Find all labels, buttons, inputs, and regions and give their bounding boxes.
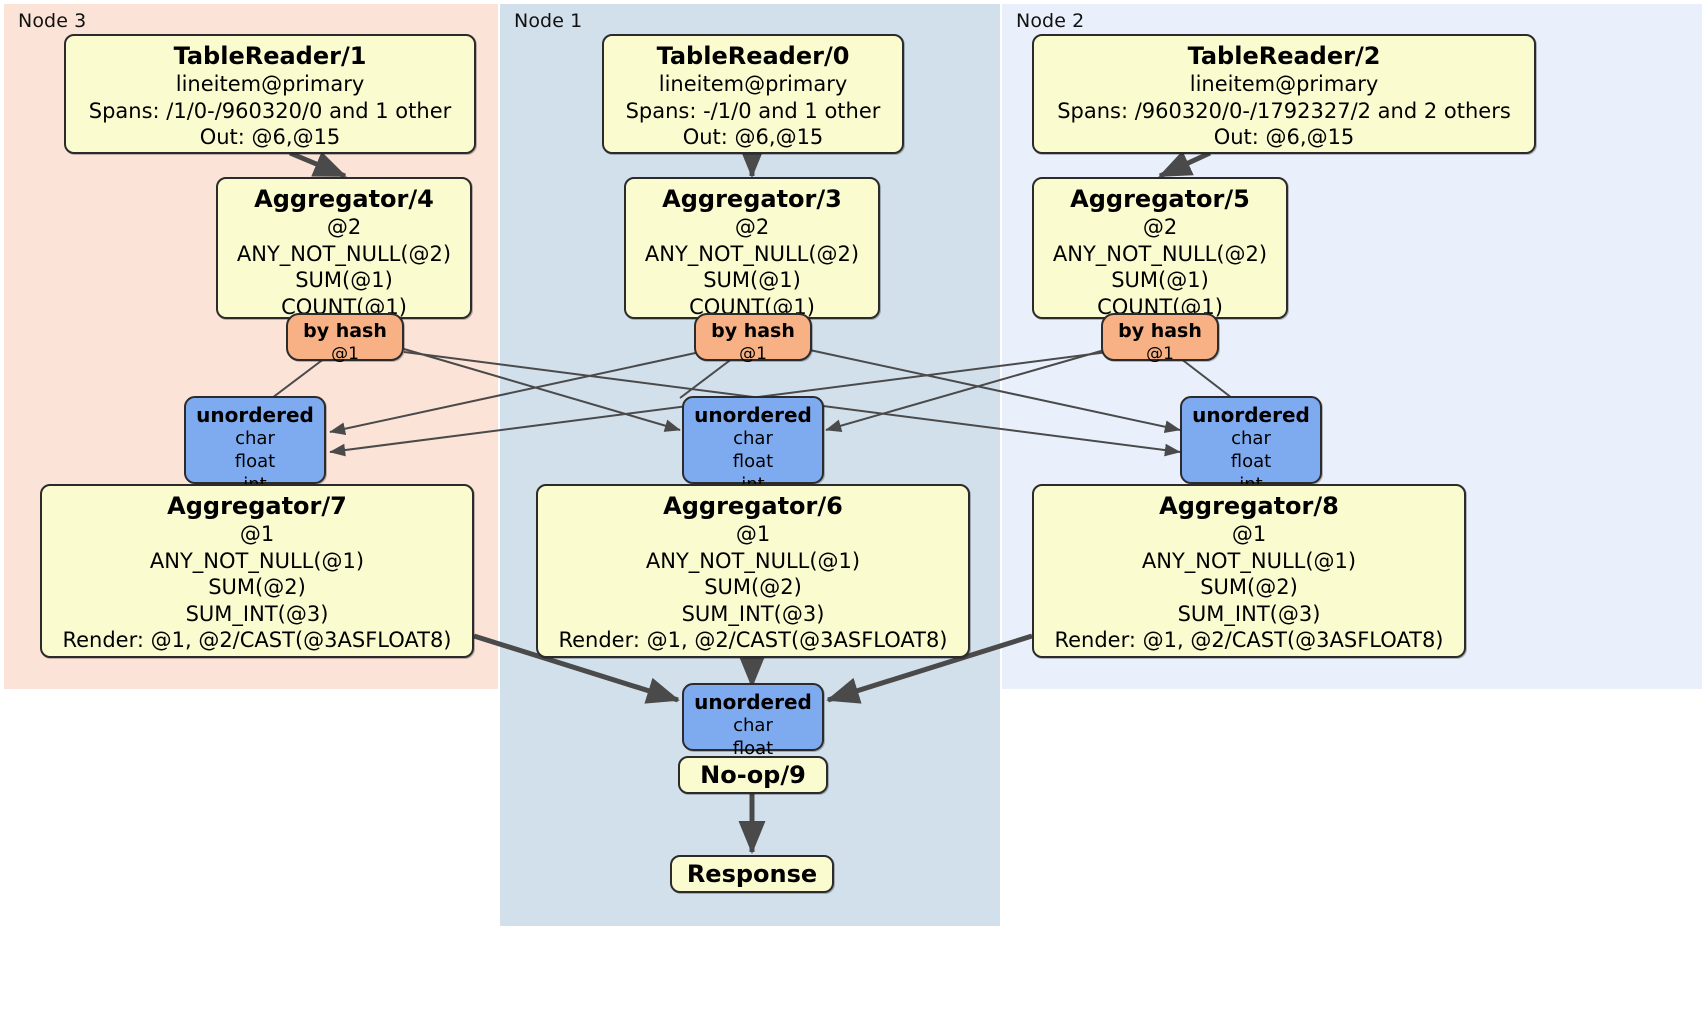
processor-func-2: SUM(@1) (295, 268, 393, 293)
processor-title: Aggregator/6 (663, 492, 843, 520)
receiver-title: unordered (196, 403, 314, 427)
processor-source: lineitem@primary (175, 72, 365, 97)
node-panel-label-node3: Node 3 (18, 10, 87, 32)
output-router-by-hash-3[interactable]: by hash @1 (694, 313, 812, 364)
processor-func-3: SUM_INT(@3) (185, 601, 329, 626)
processor-func-1: ANY_NOT_NULL(@1) (1141, 548, 1357, 573)
receiver-title: unordered (694, 403, 812, 427)
processor-aggregator-3[interactable]: Aggregator/3 @2 ANY_NOT_NULL(@2) SUM(@1)… (624, 177, 880, 319)
processor-title: Aggregator/3 (662, 185, 842, 213)
processor-func-2: SUM(@1) (703, 268, 801, 293)
receiver-type-2: float (732, 450, 774, 472)
input-synchronizer-unordered-7[interactable]: unordered char float int (184, 396, 326, 495)
processor-func-1: ANY_NOT_NULL(@1) (149, 548, 365, 573)
processor-aggregator-7[interactable]: Aggregator/7 @1 ANY_NOT_NULL(@1) SUM(@2)… (40, 484, 474, 658)
processor-title: Aggregator/7 (167, 492, 347, 520)
node-response[interactable]: Response (670, 855, 834, 893)
processor-func-3: SUM_INT(@3) (1177, 601, 1321, 626)
processor-render: Render: @1, @2/CAST(@3ASFLOAT8) (1054, 628, 1444, 653)
input-synchronizer-unordered-8[interactable]: unordered char float int (1180, 396, 1322, 495)
receiver-type-1: char (733, 428, 773, 450)
processor-func-2: SUM(@2) (704, 575, 802, 600)
receiver-type-1: char (235, 428, 275, 450)
input-synchronizer-unordered-final[interactable]: unordered char float (682, 683, 824, 759)
processor-title: TableReader/2 (1187, 42, 1381, 70)
processor-func-1: ANY_NOT_NULL(@2) (1052, 241, 1268, 266)
processor-func-2: SUM(@1) (1111, 268, 1209, 293)
processor-group-col: @1 (239, 522, 275, 547)
processor-table-reader-0[interactable]: TableReader/0 lineitem@primary Spans: -/… (602, 34, 904, 154)
processor-group-col: @2 (1142, 215, 1178, 240)
processor-func-2: SUM(@2) (1200, 575, 1298, 600)
receiver-type-2: float (234, 450, 276, 472)
processor-title: TableReader/0 (656, 42, 850, 70)
receiver-type-2: float (732, 737, 774, 759)
processor-table-reader-1[interactable]: TableReader/1 lineitem@primary Spans: /1… (64, 34, 476, 154)
output-router-by-hash-4[interactable]: by hash @1 (286, 313, 404, 364)
input-synchronizer-unordered-6[interactable]: unordered char float int (682, 396, 824, 495)
processor-title: TableReader/1 (173, 42, 367, 70)
router-title: by hash (303, 320, 387, 342)
processor-group-col: @2 (734, 215, 770, 240)
processor-aggregator-8[interactable]: Aggregator/8 @1 ANY_NOT_NULL(@1) SUM(@2)… (1032, 484, 1466, 658)
receiver-type-1: char (733, 715, 773, 737)
output-router-by-hash-5[interactable]: by hash @1 (1101, 313, 1219, 364)
processor-func-3: SUM_INT(@3) (681, 601, 825, 626)
receiver-title: unordered (694, 690, 812, 714)
response-title: Response (686, 860, 818, 888)
router-column: @1 (1146, 343, 1174, 364)
processor-out: Out: @6,@15 (1213, 125, 1355, 150)
node-panel-label-node1: Node 1 (514, 10, 583, 32)
receiver-title: unordered (1192, 403, 1310, 427)
receiver-type-1: char (1231, 428, 1271, 450)
processor-spans: Spans: /1/0-/960320/0 and 1 other (88, 98, 452, 123)
processor-no-op-9[interactable]: No-op/9 (678, 756, 828, 794)
processor-aggregator-5[interactable]: Aggregator/5 @2 ANY_NOT_NULL(@2) SUM(@1)… (1032, 177, 1288, 319)
router-title: by hash (711, 320, 795, 342)
processor-title: Aggregator/4 (254, 185, 434, 213)
router-column: @1 (331, 343, 359, 364)
processor-group-col: @1 (735, 522, 771, 547)
processor-source: lineitem@primary (658, 72, 848, 97)
processor-group-col: @2 (326, 215, 362, 240)
processor-table-reader-2[interactable]: TableReader/2 lineitem@primary Spans: /9… (1032, 34, 1536, 154)
processor-render: Render: @1, @2/CAST(@3ASFLOAT8) (558, 628, 948, 653)
processor-out: Out: @6,@15 (199, 125, 341, 150)
processor-aggregator-6[interactable]: Aggregator/6 @1 ANY_NOT_NULL(@1) SUM(@2)… (536, 484, 970, 658)
node-panel-label-node2: Node 2 (1016, 10, 1085, 32)
processor-title: Aggregator/5 (1070, 185, 1250, 213)
router-title: by hash (1118, 320, 1202, 342)
processor-spans: Spans: -/1/0 and 1 other (625, 98, 881, 123)
processor-func-1: ANY_NOT_NULL(@2) (644, 241, 860, 266)
processor-spans: Spans: /960320/0-/1792327/2 and 2 others (1057, 98, 1511, 123)
processor-aggregator-4[interactable]: Aggregator/4 @2 ANY_NOT_NULL(@2) SUM(@1)… (216, 177, 472, 319)
processor-group-col: @1 (1231, 522, 1267, 547)
processor-func-2: SUM(@2) (208, 575, 306, 600)
processor-func-1: ANY_NOT_NULL(@2) (236, 241, 452, 266)
processor-source: lineitem@primary (1189, 72, 1379, 97)
processor-out: Out: @6,@15 (682, 125, 824, 150)
processor-title: No-op/9 (700, 761, 806, 789)
router-column: @1 (739, 343, 767, 364)
processor-title: Aggregator/8 (1159, 492, 1339, 520)
processor-render: Render: @1, @2/CAST(@3ASFLOAT8) (62, 628, 452, 653)
receiver-type-2: float (1230, 450, 1272, 472)
processor-func-1: ANY_NOT_NULL(@1) (645, 548, 861, 573)
